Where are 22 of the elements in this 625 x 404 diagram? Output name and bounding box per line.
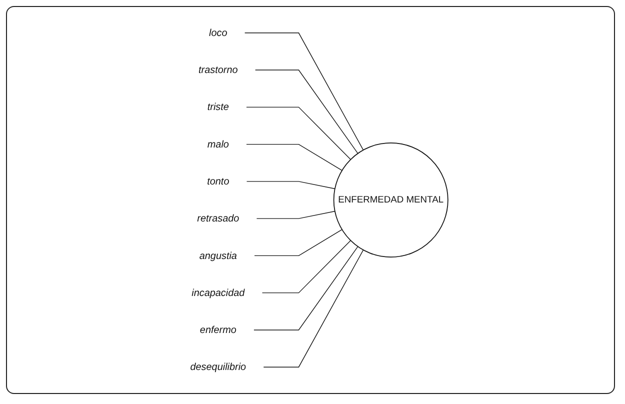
frame-border: ENFERMEDAD MENTAL loco trastorno triste malo tonto retrasado angustia incapacidad enfermo desequilibrio bbox=[6, 6, 615, 394]
node-text: incapacidad bbox=[192, 287, 245, 298]
connector bbox=[244, 32, 364, 150]
connector bbox=[246, 144, 343, 171]
node-text: enfermo bbox=[200, 324, 237, 336]
connector bbox=[256, 210, 336, 219]
node-text: triste bbox=[208, 101, 230, 113]
node-text: tonto bbox=[207, 176, 230, 187]
node-circle bbox=[334, 142, 449, 258]
connector bbox=[263, 250, 364, 368]
node-text: trastorno bbox=[198, 64, 238, 76]
connector bbox=[254, 229, 343, 256]
connector bbox=[262, 240, 352, 294]
node-text: retrasado bbox=[197, 212, 240, 224]
node-text: malo bbox=[208, 138, 230, 150]
node-text: desequilibrio bbox=[190, 361, 246, 373]
connector bbox=[254, 246, 358, 330]
connector bbox=[255, 70, 358, 154]
node-text: angustia bbox=[200, 250, 238, 262]
connector bbox=[246, 181, 336, 190]
connector bbox=[246, 106, 352, 160]
node-text: loco bbox=[209, 27, 228, 38]
